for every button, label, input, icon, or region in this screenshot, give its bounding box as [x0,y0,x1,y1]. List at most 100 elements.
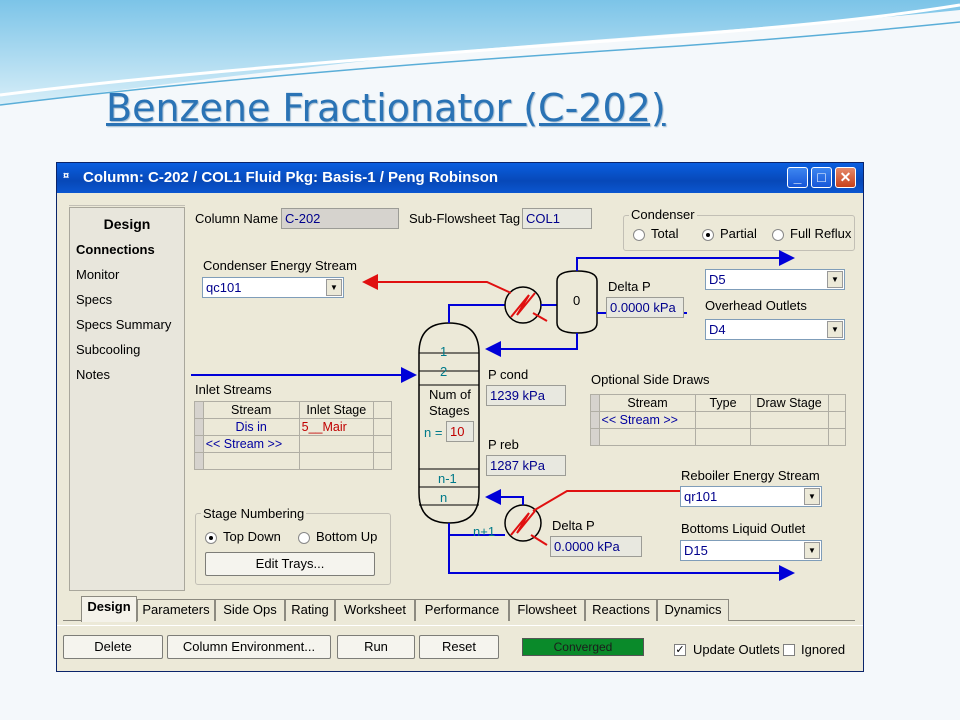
tab-rating[interactable]: Rating [285,599,335,621]
column-name-label: Column Name [195,211,279,226]
tab-reactions[interactable]: Reactions [585,599,657,621]
inlet-streams-label: Inlet Streams [195,382,272,397]
minimize-button[interactable]: _ [787,167,808,188]
table-header-stream: Stream [598,394,697,412]
tab-performance[interactable]: Performance [415,599,509,621]
subflowsheet-tag-input[interactable]: COL1 [522,208,592,229]
side-draws-table: Stream Type Draw Stage << Stream >> [590,394,847,446]
condenser-group [623,215,855,251]
tab-parameters[interactable]: Parameters [137,599,215,621]
nav-item-monitor[interactable]: Monitor [76,267,120,282]
condenser-partial-radio[interactable] [702,229,714,241]
num-stages-label-1: Num of [429,387,471,402]
condenser-drum [556,270,598,334]
p-reb-label: P reb [488,437,519,452]
bottoms-outlet-value: D15 [684,543,708,558]
num-stages-label-2: Stages [429,403,470,418]
reboiler-energy-select[interactable]: qr101▼ [680,486,822,507]
delete-button[interactable]: Delete [63,635,163,659]
reboiler-duty-line [532,490,697,512]
window-titlebar[interactable]: ¤ Column: C-202 / COL1 Fluid Pkg: Basis-… [57,163,863,193]
p-reb-input[interactable]: 1287 kPa [486,455,566,476]
inlet-stream-cell[interactable]: Dis in [202,418,300,436]
footer-divider [57,625,863,626]
tab-dynamics[interactable]: Dynamics [657,599,729,621]
stage-2-label: 2 [440,364,448,379]
delta-p-top-label: Delta P [608,279,651,294]
overhead-liquid-select[interactable]: D4▼ [705,319,845,340]
bottom-up-radio[interactable] [298,532,310,544]
subflowsheet-tag-label: Sub-Flowsheet Tag [409,211,521,226]
condenser-energy-label: Condenser Energy Stream [203,258,357,273]
status-badge: Converged [522,638,644,656]
condenser-energy-select[interactable]: qc101 ▼ [202,277,344,298]
table-header-type: Type [695,394,751,412]
run-button[interactable]: Run [337,635,415,659]
nav-item-specs-summary[interactable]: Specs Summary [76,317,172,332]
column-window: ¤ Column: C-202 / COL1 Fluid Pkg: Basis-… [56,162,864,672]
overhead-vapor-select[interactable]: D5▼ [705,269,845,290]
table-header-inlet-stage: Inlet Stage [298,401,374,419]
nav-item-connections[interactable]: Connections [76,242,155,257]
ignored-checkbox[interactable] [783,644,795,656]
condenser-partial-label: Partial [720,226,757,241]
table-row[interactable]: << Stream >> [590,411,847,429]
design-nav-panel: Design Connections Monitor Specs Specs S… [69,207,185,591]
stage-n-1-label: n-1 [438,471,457,486]
side-draws-label: Optional Side Draws [591,372,710,387]
side-new-stream-cell[interactable]: << Stream >> [598,411,697,429]
stage-n-label: n [440,490,448,505]
condenser-drum-label: 0 [573,293,581,308]
overhead-liquid-value: D4 [709,322,726,337]
tab-side-ops[interactable]: Side Ops [215,599,285,621]
dropdown-arrow-icon: ▼ [804,542,820,559]
bottom-up-label: Bottom Up [316,529,378,544]
table-corner [590,394,600,412]
top-down-radio[interactable] [205,532,217,544]
p-cond-label: P cond [488,367,529,382]
nav-item-subcooling[interactable]: Subcooling [76,342,141,357]
column-name-input[interactable]: C-202 [281,208,399,229]
condenser-label: Condenser [629,207,697,222]
reset-button[interactable]: Reset [419,635,499,659]
condenser-total-radio[interactable] [633,229,645,241]
table-row[interactable]: << Stream >> [194,435,393,453]
ignored-label: Ignored [801,642,846,657]
table-header-stream: Stream [202,401,300,419]
window-title: Column: C-202 / COL1 Fluid Pkg: Basis-1 … [83,169,499,186]
stage-n-plus-1-label: n+1 [473,524,496,539]
table-corner [194,401,204,419]
condenser-full-reflux-label: Full Reflux [790,226,852,241]
bottoms-liquid-line [448,523,795,581]
p-cond-input[interactable]: 1239 kPa [486,385,566,406]
condenser-total-label: Total [651,226,679,241]
table-header-draw-stage: Draw Stage [749,394,829,412]
dropdown-arrow-icon: ▼ [827,271,843,288]
reboiler-energy-value: qr101 [684,489,718,504]
nav-divider [69,205,185,206]
nav-header: Design [103,216,151,232]
edit-trays-button[interactable]: Edit Trays... [205,552,375,576]
slide-wave-decoration [0,0,960,106]
table-row[interactable]: Dis in 5__Mair [194,418,393,436]
close-button[interactable]: ✕ [835,167,856,188]
inlet-streams-table: Stream Inlet Stage Dis in 5__Mair << Str… [194,401,393,470]
dropdown-arrow-icon: ▼ [326,279,342,296]
inlet-new-stream-cell[interactable]: << Stream >> [202,435,300,453]
delta-p-bottom-input[interactable]: 0.0000 kPa [550,536,642,557]
bottoms-outlet-select[interactable]: D15 ▼ [680,540,822,561]
update-outlets-checkbox[interactable]: ✓ [674,644,686,656]
column-environment-button[interactable]: Column Environment... [167,635,331,659]
delta-p-top-input[interactable]: 0.0000 kPa [606,297,684,318]
tab-design[interactable]: Design [81,596,137,622]
condenser-energy-value: qc101 [206,280,242,295]
nav-item-specs[interactable]: Specs [76,292,113,307]
tab-flowsheet[interactable]: Flowsheet [509,599,585,621]
maximize-button[interactable]: □ [811,167,832,188]
num-stages-input[interactable]: 10 [446,421,474,442]
inlet-stage-cell[interactable]: 5__Mair [298,418,374,436]
condenser-full-reflux-radio[interactable] [772,229,784,241]
reboiler-energy-label: Reboiler Energy Stream [681,468,820,483]
nav-item-notes[interactable]: Notes [76,367,110,382]
tab-worksheet[interactable]: Worksheet [335,599,415,621]
